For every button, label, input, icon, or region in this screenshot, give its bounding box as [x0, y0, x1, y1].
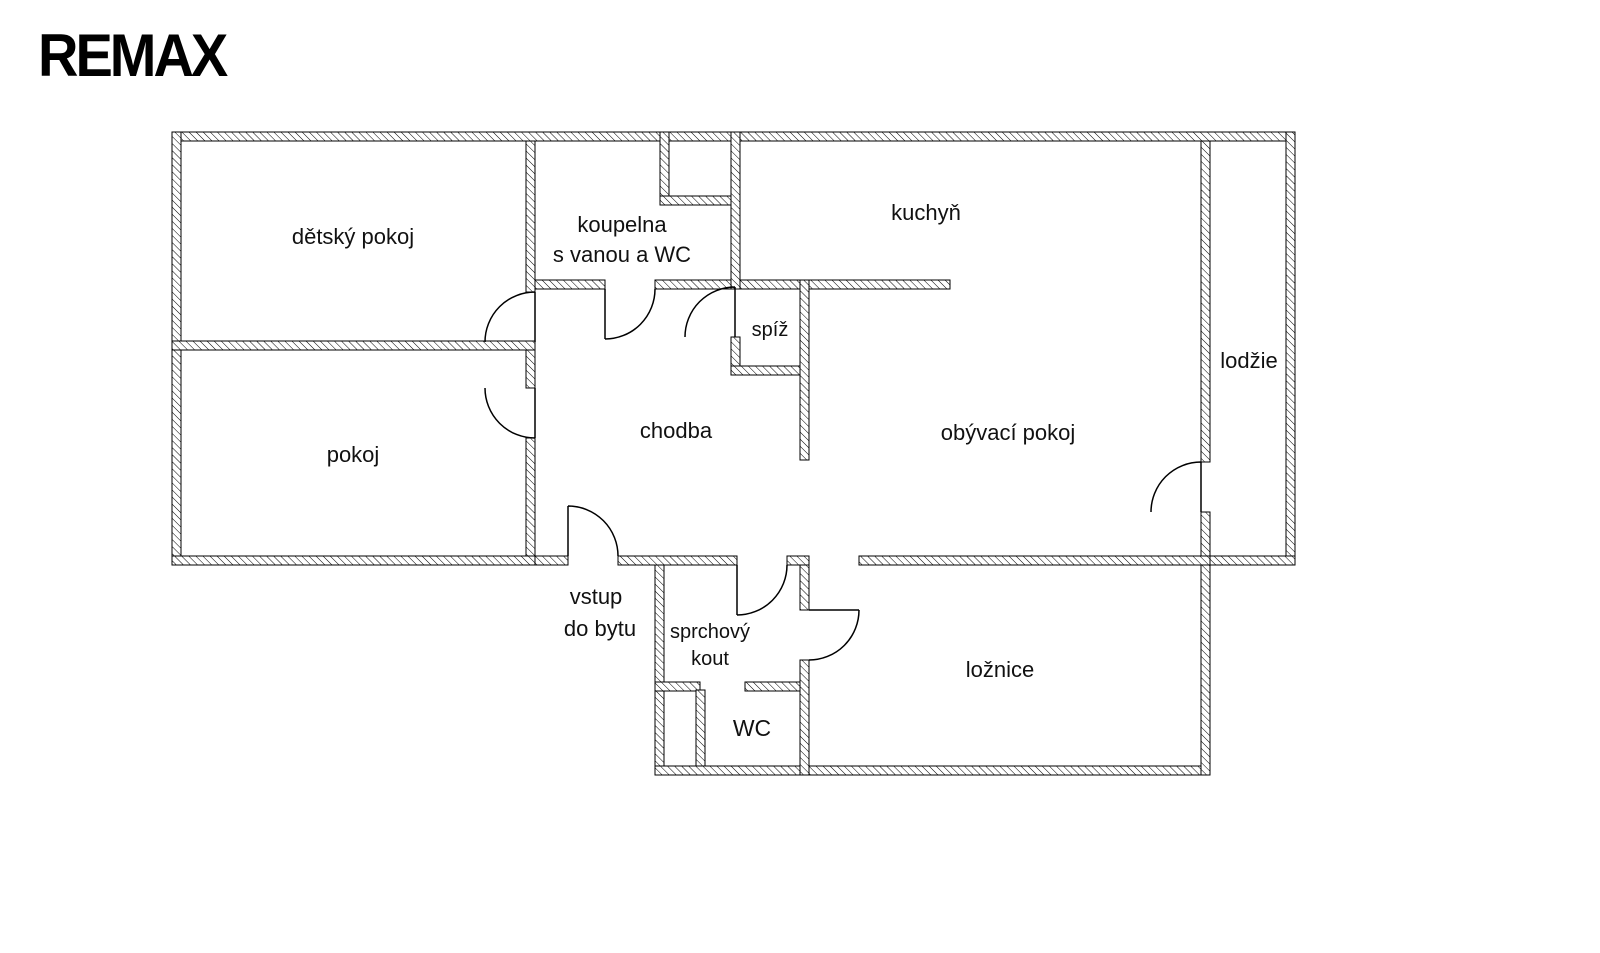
- room-label-kuchyn: kuchyň: [891, 200, 961, 225]
- wall-segment: [654, 681, 701, 692]
- door-vstup-arc: [567, 505, 619, 557]
- room-label-sprchovy-kout-line1: sprchový: [670, 621, 750, 643]
- room-label-obyvaci-pokoj: obývací pokoj: [941, 420, 1076, 445]
- wall-segment: [534, 279, 606, 290]
- wall-segment: [1200, 564, 1211, 776]
- room-label-koupelna-line2: s vanou a WC: [553, 242, 691, 267]
- wall-segment: [799, 279, 810, 461]
- wall-segment: [617, 555, 738, 566]
- wall-segment: [525, 140, 536, 293]
- room-label-vstup-line1: vstup: [570, 584, 623, 609]
- room-label-lodzie: lodžie: [1220, 348, 1277, 373]
- wall-segment: [695, 689, 706, 776]
- wall-segment: [171, 555, 536, 566]
- room-label-sprchovy-kout-line2: kout: [691, 648, 729, 670]
- door-pokoj-arc: [484, 387, 536, 439]
- wall-segment: [799, 564, 810, 611]
- wall-segment: [659, 131, 670, 206]
- wall-segment: [1200, 511, 1211, 557]
- wall-segment: [858, 555, 1211, 566]
- wall-segment: [534, 555, 569, 566]
- remax-logo: REMAX: [38, 21, 228, 90]
- wall-segment: [799, 659, 810, 776]
- wall-segment: [654, 564, 665, 776]
- door-sprchovy-kout-arc: [736, 564, 788, 616]
- wall-segment: [654, 765, 1211, 776]
- wall-segment: [730, 365, 810, 376]
- wall-segment: [1200, 140, 1211, 463]
- wall-segment: [1285, 131, 1296, 566]
- wall-segment: [659, 195, 741, 206]
- door-spiz-arc: [684, 286, 736, 338]
- wall-segment: [786, 555, 810, 566]
- wall-segment: [744, 681, 801, 692]
- doors: [484, 286, 1202, 661]
- door-loznice-arc: [808, 609, 860, 661]
- room-label-loznice: ložnice: [966, 657, 1034, 682]
- walls: [171, 131, 1296, 776]
- room-label-koupelna-line1: koupelna: [577, 212, 667, 237]
- door-detsky-pokoj-arc: [484, 291, 536, 343]
- room-label-spiz: spíž: [752, 319, 789, 341]
- room-labels: dětský pokoj koupelna s vanou a WC kuchy…: [292, 200, 1278, 741]
- room-label-detsky-pokoj: dětský pokoj: [292, 224, 414, 249]
- wall-segment: [525, 437, 536, 557]
- wall-segment: [1209, 555, 1296, 566]
- room-label-wc: WC: [733, 715, 771, 741]
- door-koupelna-arc: [604, 288, 656, 340]
- door-lodzie-arc: [1150, 461, 1202, 513]
- room-label-chodba: chodba: [640, 418, 713, 443]
- wall-segment: [730, 131, 741, 290]
- wall-segment: [171, 340, 536, 351]
- room-label-pokoj: pokoj: [327, 442, 380, 467]
- room-label-vstup-line2: do bytu: [564, 616, 636, 641]
